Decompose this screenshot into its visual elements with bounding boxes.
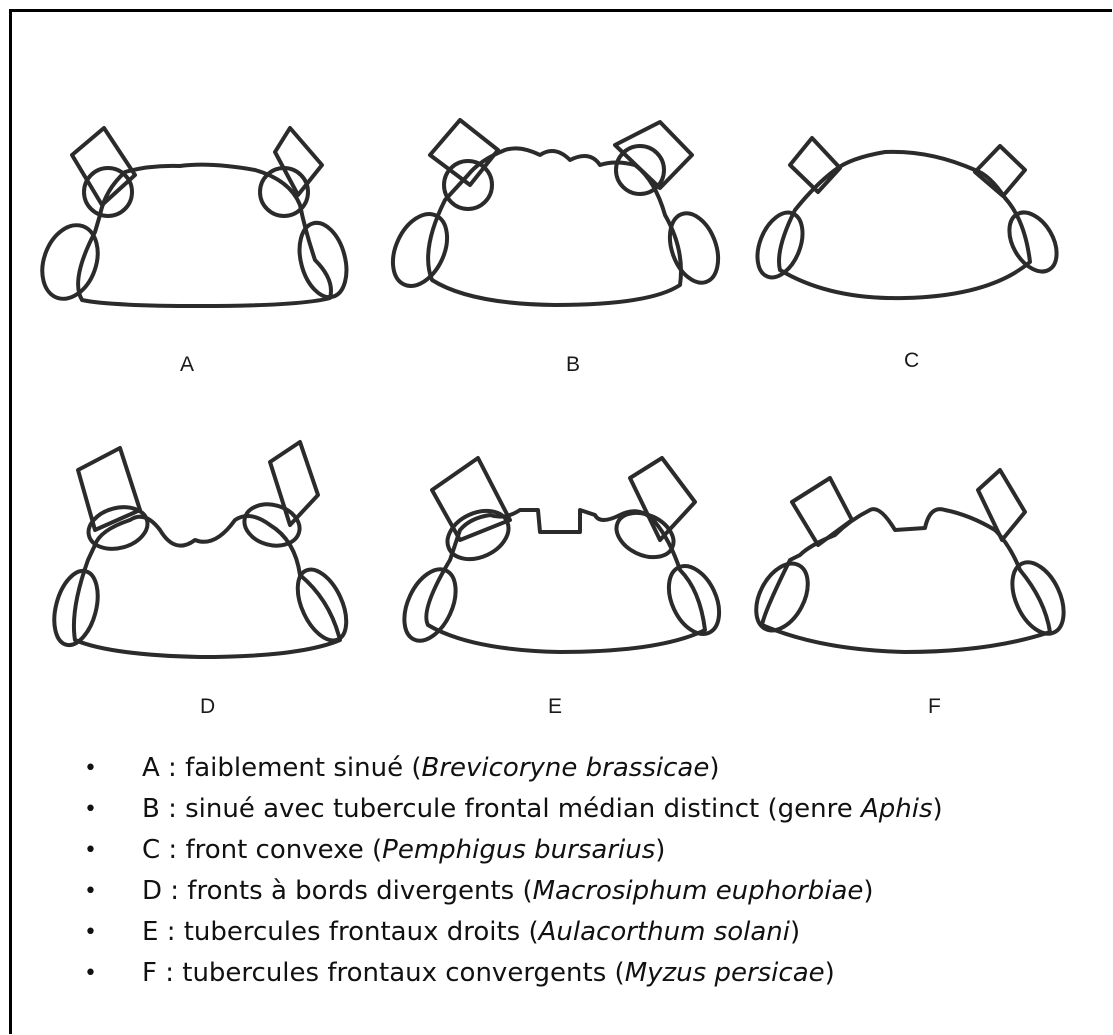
legend-text: F : tubercules frontaux convergents ( [142,958,625,988]
panel-label-b: B [566,353,580,377]
panel-label-a: A [180,353,194,377]
head-drawing-c [749,138,1067,298]
species-name: Pemphigus bursarius [382,835,655,865]
legend-item-e: • E : tubercules frontaux droits (Aulaco… [80,912,943,953]
legend-item-a: • A : faiblement sinué (Brevicoryne bras… [80,748,943,789]
legend-list: • A : faiblement sinué (Brevicoryne bras… [80,748,943,994]
head-drawing-f [746,470,1074,652]
legend-item-d: • D : fronts à bords divergents (Macrosi… [80,871,943,912]
head-drawing-b [382,120,727,305]
panel-label-c: C [904,349,919,373]
head-drawing-e [394,458,729,652]
head-drawing-a [33,128,355,307]
species-name: Aphis [861,794,933,824]
legend-closing: ) [790,917,800,947]
legend-closing: ) [933,794,943,824]
panel-label-e: E [548,695,562,719]
bullet-icon: • [84,748,97,789]
legend-closing: ) [709,753,719,783]
legend-text: D : fronts à bords divergents ( [142,876,533,906]
species-name: Aulacorthum solani [539,917,790,947]
legend-text: E : tubercules frontaux droits ( [142,917,539,947]
legend-item-f: • F : tubercules frontaux convergents (M… [80,953,943,994]
legend-item-b: • B : sinué avec tubercule frontal média… [80,789,943,830]
panel-label-f: F [928,695,941,719]
legend-closing: ) [655,835,665,865]
species-name: Brevicoryne brassicae [422,753,710,783]
panel-label-d: D [200,695,215,719]
legend-closing: ) [825,958,835,988]
legend-text: A : faiblement sinué ( [142,753,422,783]
legend-text: C : front convexe ( [142,835,382,865]
bullet-icon: • [84,830,97,871]
bullet-icon: • [84,912,97,953]
bullet-icon: • [84,953,97,994]
bullet-icon: • [84,789,97,830]
head-drawing-d [47,442,356,657]
legend-item-c: • C : front convexe (Pemphigus bursarius… [80,830,943,871]
bullet-icon: • [84,871,97,912]
legend-text: B : sinué avec tubercule frontal médian … [142,794,861,824]
species-name: Macrosiphum euphorbiae [533,876,864,906]
legend-closing: ) [863,876,873,906]
species-name: Myzus persicae [625,958,825,988]
